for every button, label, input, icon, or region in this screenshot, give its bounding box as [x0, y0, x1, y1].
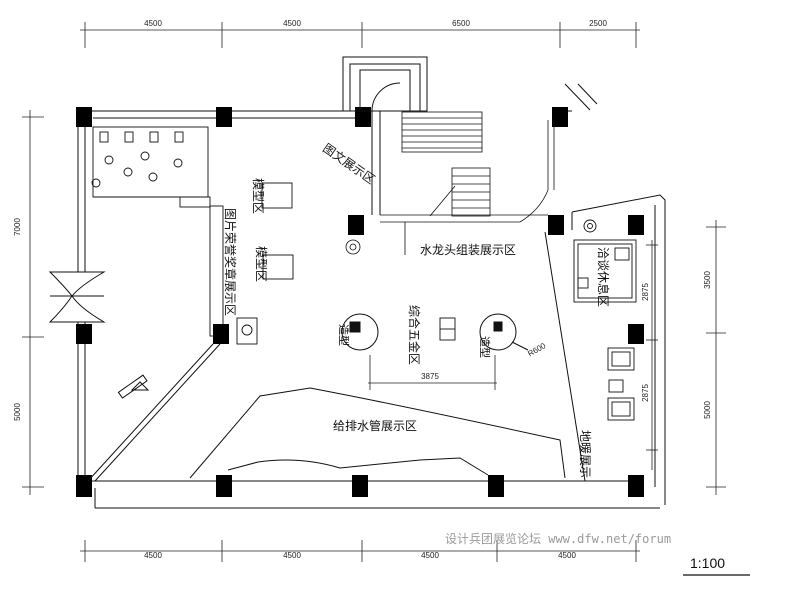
column	[76, 475, 92, 497]
radius-dim: R600	[526, 341, 548, 359]
zone-hardware-label: 综合五金区	[407, 305, 422, 365]
zone-sculpture-label-2: 造型	[478, 336, 492, 358]
column	[552, 107, 568, 127]
inner-h-dim: 3875	[421, 372, 439, 381]
top-dim-4: 2500	[589, 19, 607, 28]
left-dimension-line	[22, 110, 44, 495]
zone-model-label-2: 模型区	[254, 246, 268, 282]
zone-floor-heating-label: 地暖展示	[578, 430, 592, 478]
column	[488, 475, 504, 497]
inner-right-dim-2: 2875	[641, 384, 650, 402]
column	[355, 107, 371, 127]
bottom-dimension-line	[80, 540, 640, 562]
column	[76, 324, 92, 344]
column	[348, 215, 364, 235]
column	[548, 215, 564, 235]
zone-negotiation-label: 洽谈休息区	[596, 247, 611, 307]
bottom-dim-2: 4500	[283, 551, 301, 560]
top-dimension-line	[80, 22, 640, 48]
column	[628, 215, 644, 235]
column	[213, 324, 229, 344]
pipe-display-wall	[87, 343, 566, 482]
watermark: 设计兵团展览论坛 www.dfw.net/forum	[445, 531, 671, 546]
top-dim-3: 6500	[452, 19, 470, 28]
column	[216, 475, 232, 497]
photo-display-box	[91, 126, 224, 337]
left-dim-1: 7000	[13, 218, 22, 236]
lounge-furniture	[573, 219, 637, 421]
right-dimension-line	[706, 220, 726, 495]
right-dim-1: 3500	[703, 271, 712, 289]
left-dim-2: 5000	[13, 403, 22, 421]
hardware-bench	[439, 317, 456, 341]
bottom-dim-1: 4500	[144, 551, 162, 560]
zone-photo-honor-label: 图片荣誉奖章展示区	[223, 208, 238, 316]
zone-sculpture-label-1: 造型	[337, 324, 351, 346]
entrance-door	[48, 271, 106, 323]
zone-model-label-1: 模型区	[251, 178, 265, 214]
stairwell	[380, 111, 555, 223]
column	[76, 107, 92, 127]
bottom-dim-4: 4500	[558, 551, 576, 560]
columns	[76, 107, 644, 497]
column	[352, 475, 368, 497]
hardware-dimension	[368, 355, 497, 390]
sculpture-circles	[341, 313, 529, 351]
top-entry-projection	[342, 56, 428, 215]
zone-graphic-text-label: 图文展示区	[320, 140, 378, 187]
scale-label: 1:100	[690, 555, 725, 571]
column	[628, 475, 644, 497]
inner-right-dim-1: 2875	[641, 283, 650, 301]
top-dim-2: 4500	[283, 19, 301, 28]
model-boxes	[236, 182, 294, 345]
bottom-dim-3: 4500	[421, 551, 439, 560]
right-dim-2: 5000	[703, 401, 712, 419]
zone-pipe-label: 给排水管展示区	[333, 418, 417, 433]
top-dim-1: 4500	[144, 19, 162, 28]
zone-faucet-label: 水龙头组装展示区	[420, 243, 516, 257]
inner-right-dimension-line	[646, 240, 658, 470]
column	[628, 324, 644, 344]
column	[216, 107, 232, 127]
faucet-zone-wall	[345, 222, 406, 255]
